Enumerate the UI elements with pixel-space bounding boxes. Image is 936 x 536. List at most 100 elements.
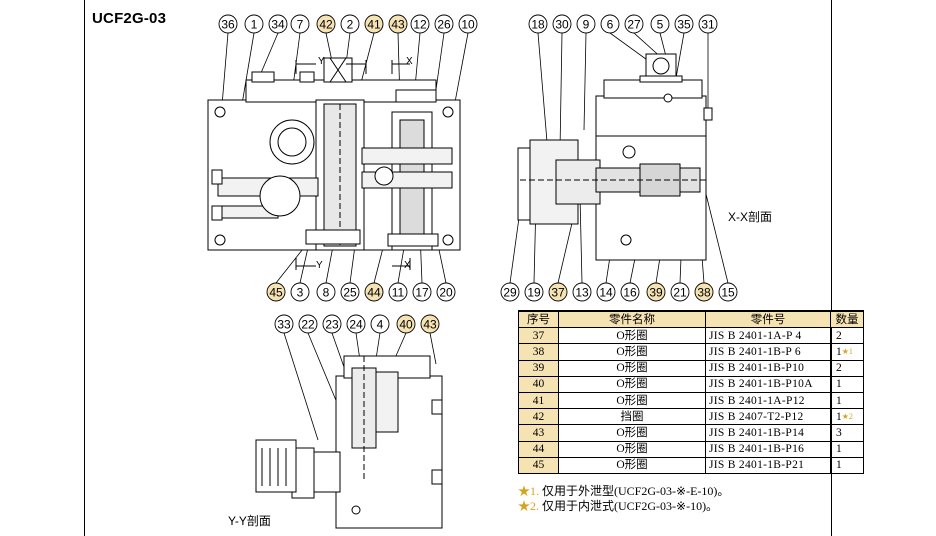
callout-number: 16 [623, 286, 637, 300]
callout-27: 27 [624, 14, 644, 34]
leader-line [675, 32, 685, 79]
callout-18: 18 [528, 14, 548, 34]
callout-43: 43 [420, 314, 440, 334]
callout-16: 16 [620, 282, 640, 302]
callout-30: 30 [552, 14, 572, 34]
callout-44: 44 [364, 282, 384, 302]
cell-no: 40 [518, 375, 559, 393]
callout-36: 36 [218, 14, 238, 34]
leader-line [559, 32, 563, 151]
cell-part: JIS B 2401-1B-P21 [705, 456, 831, 474]
callout-8: 8 [316, 282, 336, 302]
callout-number: 22 [301, 318, 315, 332]
callout-20: 20 [436, 282, 456, 302]
callout-number: 26 [437, 18, 451, 32]
callout-13: 13 [572, 282, 592, 302]
callout-34: 34 [268, 14, 288, 34]
callout-number: 4 [377, 318, 384, 332]
leader-line [537, 32, 549, 155]
callout-40: 40 [396, 314, 416, 334]
yy-section-drawing [255, 355, 443, 529]
cell-no: 37 [518, 327, 559, 345]
cell-name: O形圈 [558, 456, 706, 474]
leader-line [609, 32, 651, 63]
cell-name: O形圈 [558, 391, 706, 410]
star-icon: ★2 [841, 411, 853, 421]
callout-4: 4 [370, 314, 390, 334]
cell-name: O形圈 [558, 375, 706, 393]
cell-qty: 1 [830, 440, 864, 458]
y-mark-top: Y [318, 56, 325, 67]
callout-number: 23 [325, 318, 339, 332]
y-mark-bottom: Y [316, 260, 323, 271]
cell-name: O形圈 [558, 359, 706, 377]
callout-number: 38 [697, 286, 711, 300]
callout-number: 24 [349, 318, 363, 332]
callout-number: 30 [555, 18, 569, 32]
callout-number: 6 [607, 18, 614, 32]
cell-part: JIS B 2401-1B-P10A [705, 375, 831, 393]
callout-45: 45 [266, 282, 286, 302]
callout-number: 11 [392, 286, 405, 300]
footnote-1: ★1. 仅用于外泄型(UCF2G-03-※-E-10)。 [518, 484, 730, 498]
cell-qty: 1 [830, 456, 864, 474]
callout-31: 31 [698, 14, 718, 34]
callout-number: 7 [297, 18, 304, 32]
callout-29: 29 [500, 282, 520, 302]
cell-qty: 3 [830, 424, 864, 442]
star-icon: ★2. [518, 499, 540, 513]
page-title: UCF2G-03 [92, 10, 167, 27]
cell-qty: 2 [830, 327, 864, 345]
callout-14: 14 [596, 282, 616, 302]
cell-no: 45 [518, 456, 559, 474]
callout-number: 34 [271, 18, 285, 32]
callout-number: 13 [575, 286, 589, 300]
callout-number: 14 [599, 286, 613, 300]
cell-qty: 1 [830, 391, 864, 410]
callout-1: 1 [244, 14, 264, 34]
leader-line [429, 332, 437, 365]
cell-part: JIS B 2401-1A-P12 [705, 391, 831, 410]
header-name: 零件名称 [558, 310, 706, 329]
callout-42: 42 [316, 14, 336, 34]
cell-no: 44 [518, 440, 559, 458]
callout-number: 29 [503, 286, 517, 300]
callout-10: 10 [458, 14, 478, 34]
callout-3: 3 [290, 282, 310, 302]
yy-section-label: Y-Y剖面 [228, 514, 271, 528]
header-qty: 数量 [830, 310, 864, 329]
callout-number: 12 [413, 18, 427, 32]
callout-number: 2 [347, 18, 354, 32]
x-mark-top: X [406, 56, 413, 67]
callout-15: 15 [718, 282, 738, 302]
cell-qty: 2 [830, 359, 864, 377]
callout-number: 1 [251, 18, 258, 32]
callout-number: 5 [657, 18, 664, 32]
cell-no: 41 [518, 391, 559, 410]
callout-number: 40 [399, 318, 413, 332]
callout-number: 10 [461, 18, 475, 32]
cell-part: JIS B 2407-T2-P12 [705, 408, 831, 426]
callout-23: 23 [322, 314, 342, 334]
leader-line [283, 332, 319, 441]
leader-line [703, 185, 729, 284]
cell-qty: 1 [830, 375, 864, 393]
callout-number: 33 [277, 318, 291, 332]
cell-part: JIS B 2401-1B-P10 [705, 359, 831, 377]
callout-number: 19 [527, 286, 541, 300]
callout-number: 35 [677, 18, 691, 32]
callout-33: 33 [274, 314, 294, 334]
callout-number: 17 [415, 286, 429, 300]
cell-qty: 1★2 [830, 408, 864, 426]
header-part: 零件号 [705, 310, 831, 329]
callout-number: 44 [367, 286, 381, 300]
